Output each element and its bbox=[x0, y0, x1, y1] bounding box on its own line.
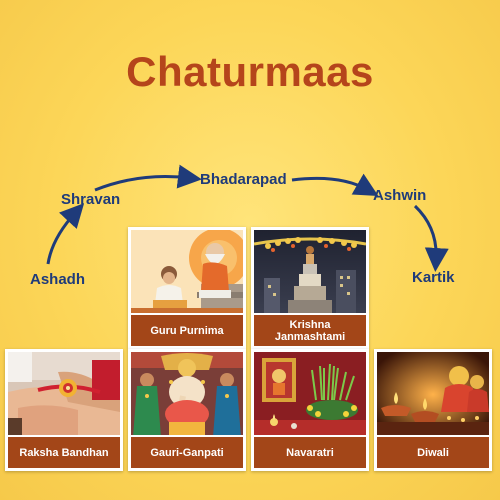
festival-label: Gauri-Ganpati bbox=[131, 435, 243, 468]
festival-label: Diwali bbox=[377, 435, 489, 468]
rakhi-photo bbox=[8, 352, 120, 437]
festival-card-diwali: Diwali bbox=[374, 349, 492, 471]
festival-card-gauri-ganpati: Gauri-Ganpati bbox=[128, 349, 246, 471]
month-ashadh: Ashadh bbox=[30, 271, 86, 288]
month-bhadarapad: Bhadarapad bbox=[200, 171, 287, 188]
festival-card-navaratri: Navaratri bbox=[251, 349, 369, 471]
ganpati-idol-photo bbox=[131, 352, 243, 437]
festival-label: Guru Purnima bbox=[131, 313, 243, 346]
dahi-handi-photo bbox=[254, 230, 366, 315]
arrow-shravan-bhadarapad bbox=[94, 164, 202, 192]
month-kartik: Kartik bbox=[412, 269, 455, 286]
diwali-diya-photo bbox=[377, 352, 489, 437]
navaratri-ghatasthapana-photo bbox=[254, 352, 366, 437]
arrow-ashwin-kartik bbox=[413, 204, 449, 272]
page-title: Chaturmaas bbox=[126, 48, 374, 95]
month-ashwin: Ashwin bbox=[373, 187, 427, 204]
festival-card-raksha-bandhan: Raksha Bandhan bbox=[5, 349, 123, 471]
festival-label: Krishna Janmashtami bbox=[254, 313, 366, 346]
festival-label: Navaratri bbox=[254, 435, 366, 468]
festival-label: Raksha Bandhan bbox=[8, 435, 120, 468]
festival-card-krishna-janmashtami: Krishna Janmashtami bbox=[251, 227, 369, 349]
arrow-ashadh-shravan bbox=[46, 203, 85, 265]
festival-card-guru-purnima: Guru Purnima bbox=[128, 227, 246, 349]
arrow-bhadarapad-ashwin bbox=[291, 173, 379, 196]
guru-purnima-illustration bbox=[131, 230, 243, 315]
